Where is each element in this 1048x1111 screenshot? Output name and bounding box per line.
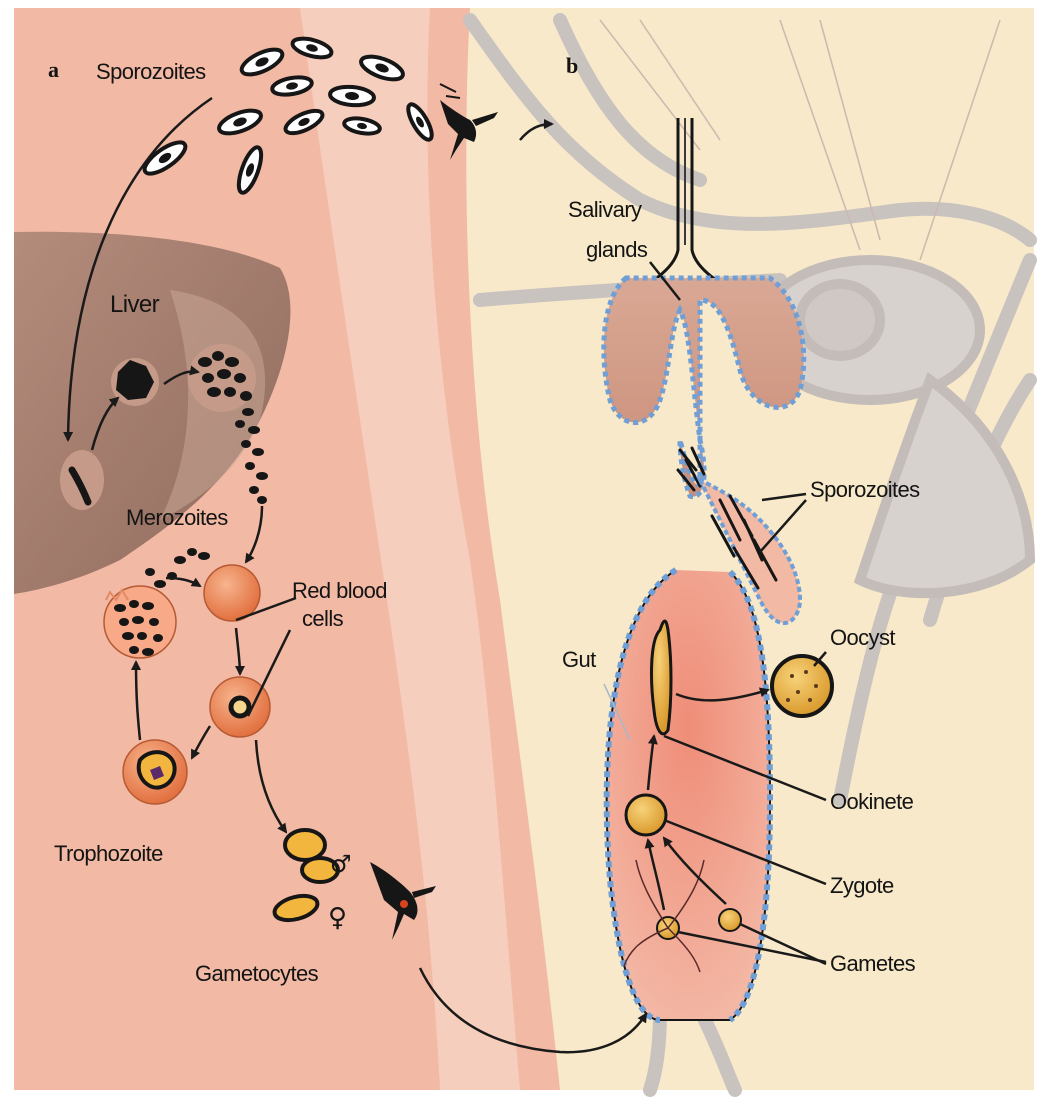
red-blood-cell-uninfected bbox=[204, 565, 260, 621]
panel-letter-a: a bbox=[48, 58, 59, 81]
oocyst bbox=[772, 656, 832, 716]
label-salivary-line2: glands bbox=[586, 238, 647, 261]
label-sporozoites-human: Sporozoites bbox=[96, 60, 206, 83]
label-gametocytes: Gametocytes bbox=[195, 962, 318, 985]
label-trophozoite: Trophozoite bbox=[54, 842, 163, 865]
panel-letter-b: b bbox=[566, 54, 578, 77]
label-sporozoites-mosquito: Sporozoites bbox=[810, 478, 920, 501]
male-symbol-icon: ♂ bbox=[330, 850, 352, 878]
label-ookinete: Ookinete bbox=[830, 790, 913, 813]
ring-parasite bbox=[231, 698, 249, 716]
zygote bbox=[626, 795, 666, 835]
label-salivary-line1: Salivary bbox=[568, 198, 641, 221]
label-merozoites: Merozoites bbox=[126, 506, 228, 529]
label-red-blood-line2: cells bbox=[302, 607, 343, 630]
liver-cell-entry bbox=[60, 450, 104, 510]
ookinete bbox=[652, 621, 671, 734]
female-symbol-icon: ♀ bbox=[328, 903, 347, 933]
label-gametes: Gametes bbox=[830, 952, 915, 975]
label-zygote: Zygote bbox=[830, 874, 894, 897]
label-red-blood-line1: Red blood bbox=[292, 579, 387, 602]
label-gut: Gut bbox=[562, 648, 596, 671]
gamete-male bbox=[719, 909, 741, 931]
label-liver: Liver bbox=[110, 292, 159, 317]
label-oocyst: Oocyst bbox=[830, 626, 895, 649]
